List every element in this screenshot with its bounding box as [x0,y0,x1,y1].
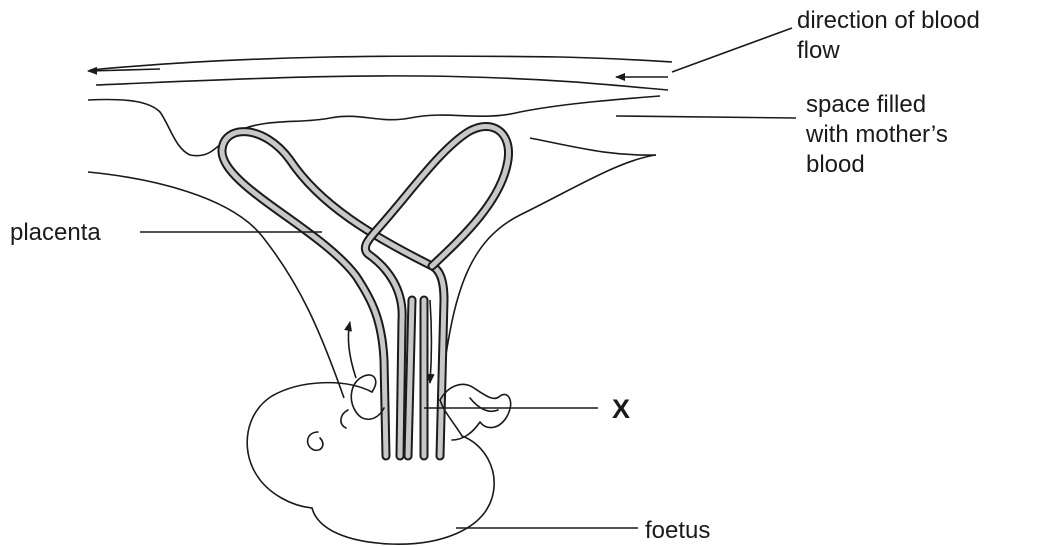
label-space-filled-with-mothers-blood: space filled with mother’s blood [806,90,948,180]
umbilical-vessels [222,127,509,456]
label-foetus: foetus [645,516,710,546]
umbilical-cord-x [408,300,424,456]
label-line: flow [797,36,980,66]
label-x: X [612,394,630,424]
placenta-top-boundary [530,138,656,155]
label-line: direction of blood [797,6,980,36]
label-line: blood [806,150,948,180]
blood-flow-channel-line [96,76,668,90]
foetus-ear [308,432,323,450]
space-leader-line [616,116,796,118]
foetus-arm [351,375,384,419]
placenta-left-edge [88,172,344,398]
label-placenta: placenta [10,218,101,248]
placenta-right-edge [444,155,656,368]
fetal-flow-arrow-down [430,300,432,383]
uterine-wall-top-line [90,56,672,70]
fetal-flow-arrow-up [348,322,356,378]
foetus-leg [440,384,511,440]
maternal-blood-space [88,56,672,156]
label-line: space filled [806,90,948,120]
foetus-illustration [247,375,510,544]
leader-lines [140,28,796,528]
foetus-head [247,383,372,508]
label-direction-of-blood-flow: direction of blood flow [797,6,980,66]
placenta-outline [88,155,656,398]
foetus-hand [341,410,348,428]
label-line: with mother’s [806,120,948,150]
flow-leader-line [672,28,792,72]
foetus-foot [470,398,498,411]
